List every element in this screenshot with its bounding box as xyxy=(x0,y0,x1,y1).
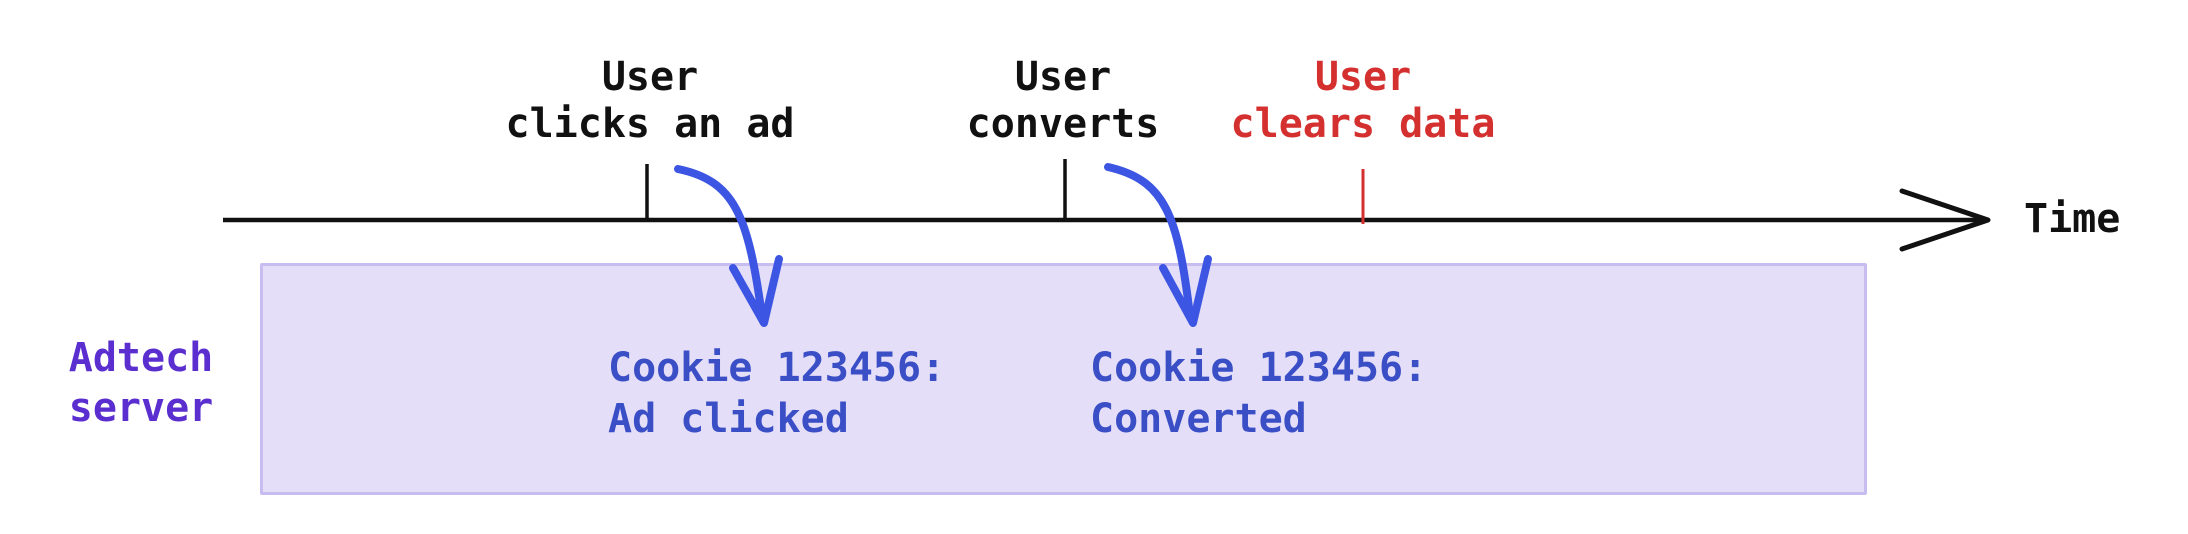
cookie-record-line: Cookie 123456: xyxy=(1090,345,1428,391)
cookie-record-ad-clicked: Cookie 123456: Ad clicked xyxy=(608,343,945,445)
time-axis-arrowhead-icon xyxy=(1899,188,1991,252)
event-label-line: User xyxy=(1014,54,1112,100)
adtech-server-label-line: server xyxy=(68,385,214,431)
event-label-conversion: User converts xyxy=(967,54,1160,148)
event-label-line: clicks an ad xyxy=(505,101,795,147)
event-label-line: converts xyxy=(966,101,1160,147)
event-label-line: User xyxy=(1314,54,1412,100)
cookie-record-line: Converted xyxy=(1090,396,1307,442)
cookie-record-converted: Cookie 123456: Converted xyxy=(1090,343,1427,445)
event-label-clear-data: User clears data xyxy=(1231,54,1496,148)
event-label-ad-click: User clicks an ad xyxy=(506,54,795,148)
time-axis-label: Time xyxy=(2024,196,2121,242)
event-label-line: User xyxy=(601,54,699,100)
cookie-record-line: Cookie 123456: xyxy=(608,345,946,391)
event-label-line: clears data xyxy=(1230,101,1496,147)
cookie-record-line: Ad clicked xyxy=(608,396,849,442)
adtech-server-box xyxy=(260,263,1867,495)
adtech-server-label-line: Adtech xyxy=(68,335,214,381)
adtech-server-label: Adtech server xyxy=(69,333,214,433)
